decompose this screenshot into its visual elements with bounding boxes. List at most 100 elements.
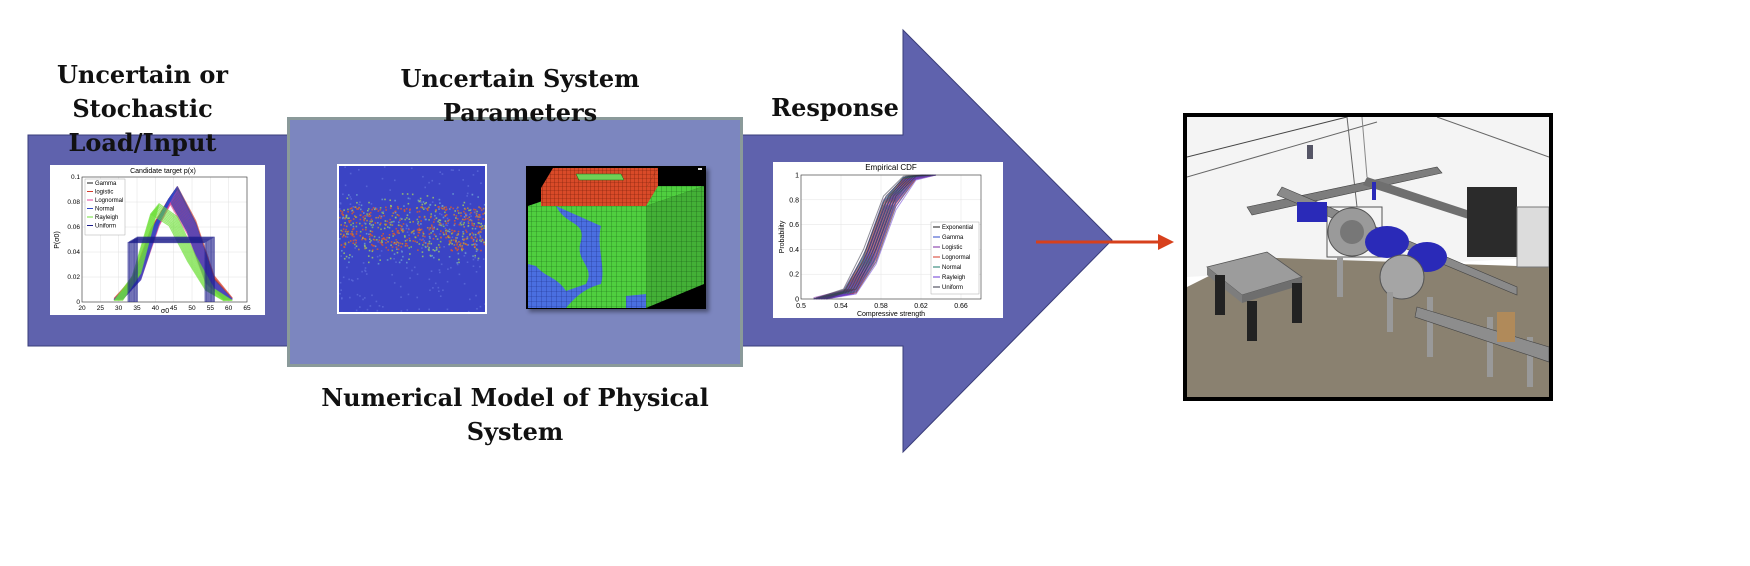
- particle-dot: [391, 230, 394, 232]
- particle-dot: [457, 252, 460, 255]
- particle-dot: [371, 256, 374, 259]
- cdf-y-tick-label: 0.8: [789, 197, 799, 204]
- particle-dot: [359, 295, 361, 297]
- pdf-series-line: [131, 239, 210, 302]
- particle-dot: [360, 204, 363, 207]
- particle-dot: [436, 238, 439, 240]
- particle-dot: [369, 220, 372, 223]
- particle-dot: [376, 255, 379, 258]
- particle-dot: [459, 222, 462, 224]
- particle-dot: [450, 249, 453, 251]
- particle-dot: [438, 221, 441, 224]
- particle-dot: [405, 207, 408, 210]
- particle-dot: [452, 169, 454, 171]
- particle-dot: [409, 197, 411, 200]
- particle-dot: [411, 193, 414, 196]
- particle-dot: [394, 199, 396, 202]
- particle-dot: [400, 250, 403, 252]
- particle-dot: [421, 255, 424, 258]
- particle-dot: [458, 169, 461, 171]
- particle-dot: [406, 217, 408, 219]
- cdf-x-tick-label: 0.66: [954, 303, 968, 310]
- particle-dot: [367, 214, 369, 217]
- particle-dot: [348, 220, 350, 222]
- particle-dot: [429, 254, 432, 257]
- particle-dot: [367, 209, 369, 212]
- particle-dot: [421, 206, 424, 209]
- particle-dot: [482, 218, 485, 220]
- particle-dot: [475, 244, 478, 246]
- particle-dot: [359, 306, 361, 308]
- particle-dot: [471, 224, 474, 226]
- particle-dot: [412, 240, 414, 242]
- particle-dot: [358, 248, 360, 251]
- particle-dot: [483, 241, 485, 244]
- cdf-series-line: [825, 174, 937, 300]
- particle-dot: [462, 179, 465, 181]
- cdf-legend-label: Uniform: [942, 285, 963, 291]
- particle-dot: [444, 227, 447, 230]
- particle-dot: [420, 206, 422, 209]
- particle-dot: [446, 224, 449, 227]
- particle-dot: [359, 201, 361, 204]
- particle-dot: [404, 242, 407, 245]
- particle-dot: [342, 228, 345, 230]
- particle-dot: [417, 221, 420, 223]
- particle-dot: [476, 307, 478, 310]
- particle-dot: [456, 237, 458, 239]
- particle-dot: [357, 168, 360, 171]
- particle-dot: [389, 199, 392, 202]
- particle-dot: [477, 259, 479, 262]
- particle-dot: [362, 262, 365, 264]
- particle-dot: [463, 218, 466, 221]
- particle-dot: [409, 239, 411, 242]
- particle-dot: [474, 233, 477, 236]
- particle-dot: [438, 258, 440, 261]
- particle-dot: [425, 218, 427, 221]
- particle-dot: [456, 249, 459, 252]
- particle-dot: [422, 231, 424, 234]
- particle-dot: [364, 245, 366, 248]
- particle-dot: [340, 224, 342, 226]
- particle-dot: [417, 229, 420, 231]
- particle-dot: [371, 208, 373, 211]
- particle-dot: [483, 203, 485, 206]
- particle-dot: [365, 228, 367, 231]
- pdf-legend-label: logistic: [95, 190, 113, 196]
- particle-dot: [427, 207, 429, 210]
- particle-dot: [466, 195, 468, 197]
- particle-dot: [370, 224, 373, 227]
- particle-dot: [393, 241, 396, 244]
- particle-dot: [356, 278, 359, 280]
- particle-dot: [466, 244, 468, 246]
- cad-rack: [1467, 187, 1517, 257]
- particle-dot: [371, 226, 374, 229]
- particle-dot: [368, 215, 371, 218]
- particle-dot: [455, 215, 458, 217]
- particle-dot: [406, 244, 409, 247]
- particle-dot: [386, 220, 389, 223]
- particle-dot: [340, 229, 342, 232]
- load-input-title: Uncertain or Stochastic Load/Input: [56, 60, 229, 157]
- particle-dot: [399, 285, 402, 288]
- cdf-series-line: [825, 174, 937, 300]
- particle-dot: [378, 236, 381, 239]
- particle-dot: [471, 222, 473, 225]
- particle-dot: [408, 209, 411, 211]
- particle-dot: [352, 218, 355, 220]
- particle-dot: [459, 245, 462, 248]
- particle-dot: [404, 245, 407, 247]
- particle-dot: [423, 241, 425, 244]
- particle-dot: [432, 256, 435, 259]
- particle-dot: [351, 234, 354, 236]
- particle-dot: [432, 287, 434, 289]
- particle-dot: [466, 192, 469, 195]
- particle-dot: [474, 236, 477, 239]
- particle-dot: [434, 214, 436, 217]
- particle-dot: [382, 210, 385, 213]
- pdf-y-tick-label: 0.04: [67, 249, 80, 256]
- particle-dot: [417, 231, 420, 234]
- particle-dot: [423, 240, 426, 242]
- particle-dot: [361, 210, 364, 213]
- particle-dot: [425, 246, 427, 249]
